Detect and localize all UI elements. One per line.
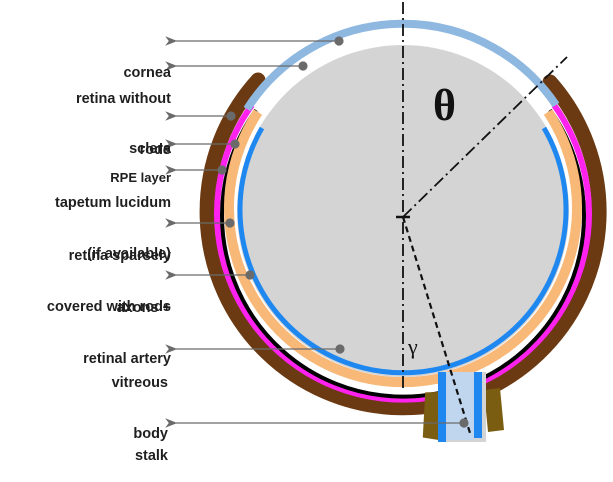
sclera-layer — [199, 72, 607, 416]
label-line: (if available) — [87, 246, 171, 262]
label-line: retinal artery — [83, 351, 171, 367]
label-line: stalk — [134, 448, 168, 464]
label-sclera: sclera — [129, 107, 171, 175]
label-line: cornea — [123, 65, 171, 81]
label-retina-sparsely: retina sparsely covered with rods — [47, 214, 171, 333]
label-line: body — [133, 426, 168, 442]
label-line: retina sparsely — [68, 248, 171, 264]
retina-layer — [237, 126, 569, 376]
label-retina-without-rods: retina without rods — [76, 57, 171, 176]
gamma-line — [401, 216, 472, 434]
label-line: rods — [139, 142, 171, 158]
label-tapetum-lucidum: tapetum lucidum (if available) — [55, 161, 171, 280]
pointers — [165, 36, 469, 428]
gamma-symbol: γ — [407, 334, 418, 359]
rpe-layer — [220, 108, 586, 399]
label-line: retina without — [75, 91, 171, 107]
label-line: sclera — [129, 141, 171, 157]
label-vitreous-body: vitreous body — [112, 341, 168, 460]
theta-line — [402, 56, 568, 218]
label-cornea: cornea — [123, 31, 171, 99]
theta-symbol: θ — [433, 81, 456, 130]
angle-lines — [396, 2, 568, 434]
eye-diagram: θ γ — [165, 2, 607, 442]
label-rpe-layer: RPE layer — [110, 135, 171, 203]
tapetum-layer — [214, 103, 592, 403]
label-line: tapetum lucidum — [54, 195, 171, 211]
cornea-layer — [243, 19, 560, 112]
label-line: covered with rods — [46, 299, 171, 315]
label-axons: axons + retinal artery — [83, 266, 171, 385]
label-stalk: stalk — [135, 414, 168, 482]
label-line: RPE layer — [110, 170, 171, 185]
label-line: vitreous — [111, 375, 168, 391]
label-line: axons + — [116, 300, 171, 316]
